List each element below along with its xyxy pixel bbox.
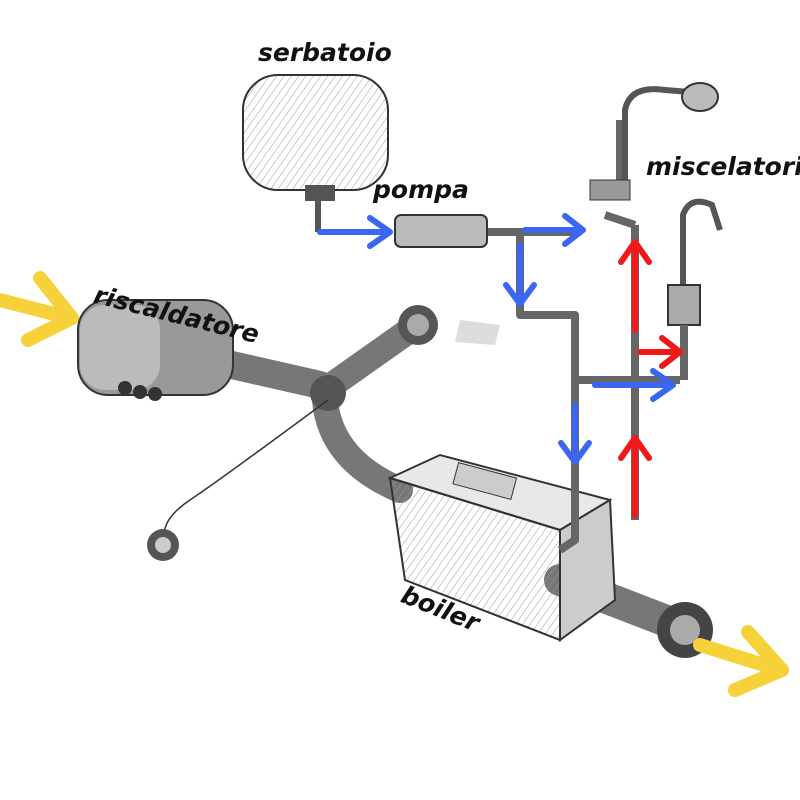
label-tank: serbatoio: [258, 38, 392, 67]
exhaust-arrows: [0, 271, 789, 697]
tank-drawing: [242, 74, 389, 232]
cold-water-arrows: [317, 213, 676, 465]
pipe-junction: [310, 375, 346, 411]
label-mixers: miscelatori: [646, 152, 800, 181]
cable: [163, 399, 329, 541]
boiler-drawing: [387, 453, 617, 642]
pump-drawing: [394, 214, 488, 248]
hot-water-arrows: [618, 239, 683, 518]
faucet-drawing: [667, 198, 723, 380]
intake-ghost: [455, 320, 500, 345]
heater-drawing: [77, 299, 234, 401]
shower-drawing: [589, 82, 719, 201]
label-pump: pompa: [373, 175, 469, 204]
